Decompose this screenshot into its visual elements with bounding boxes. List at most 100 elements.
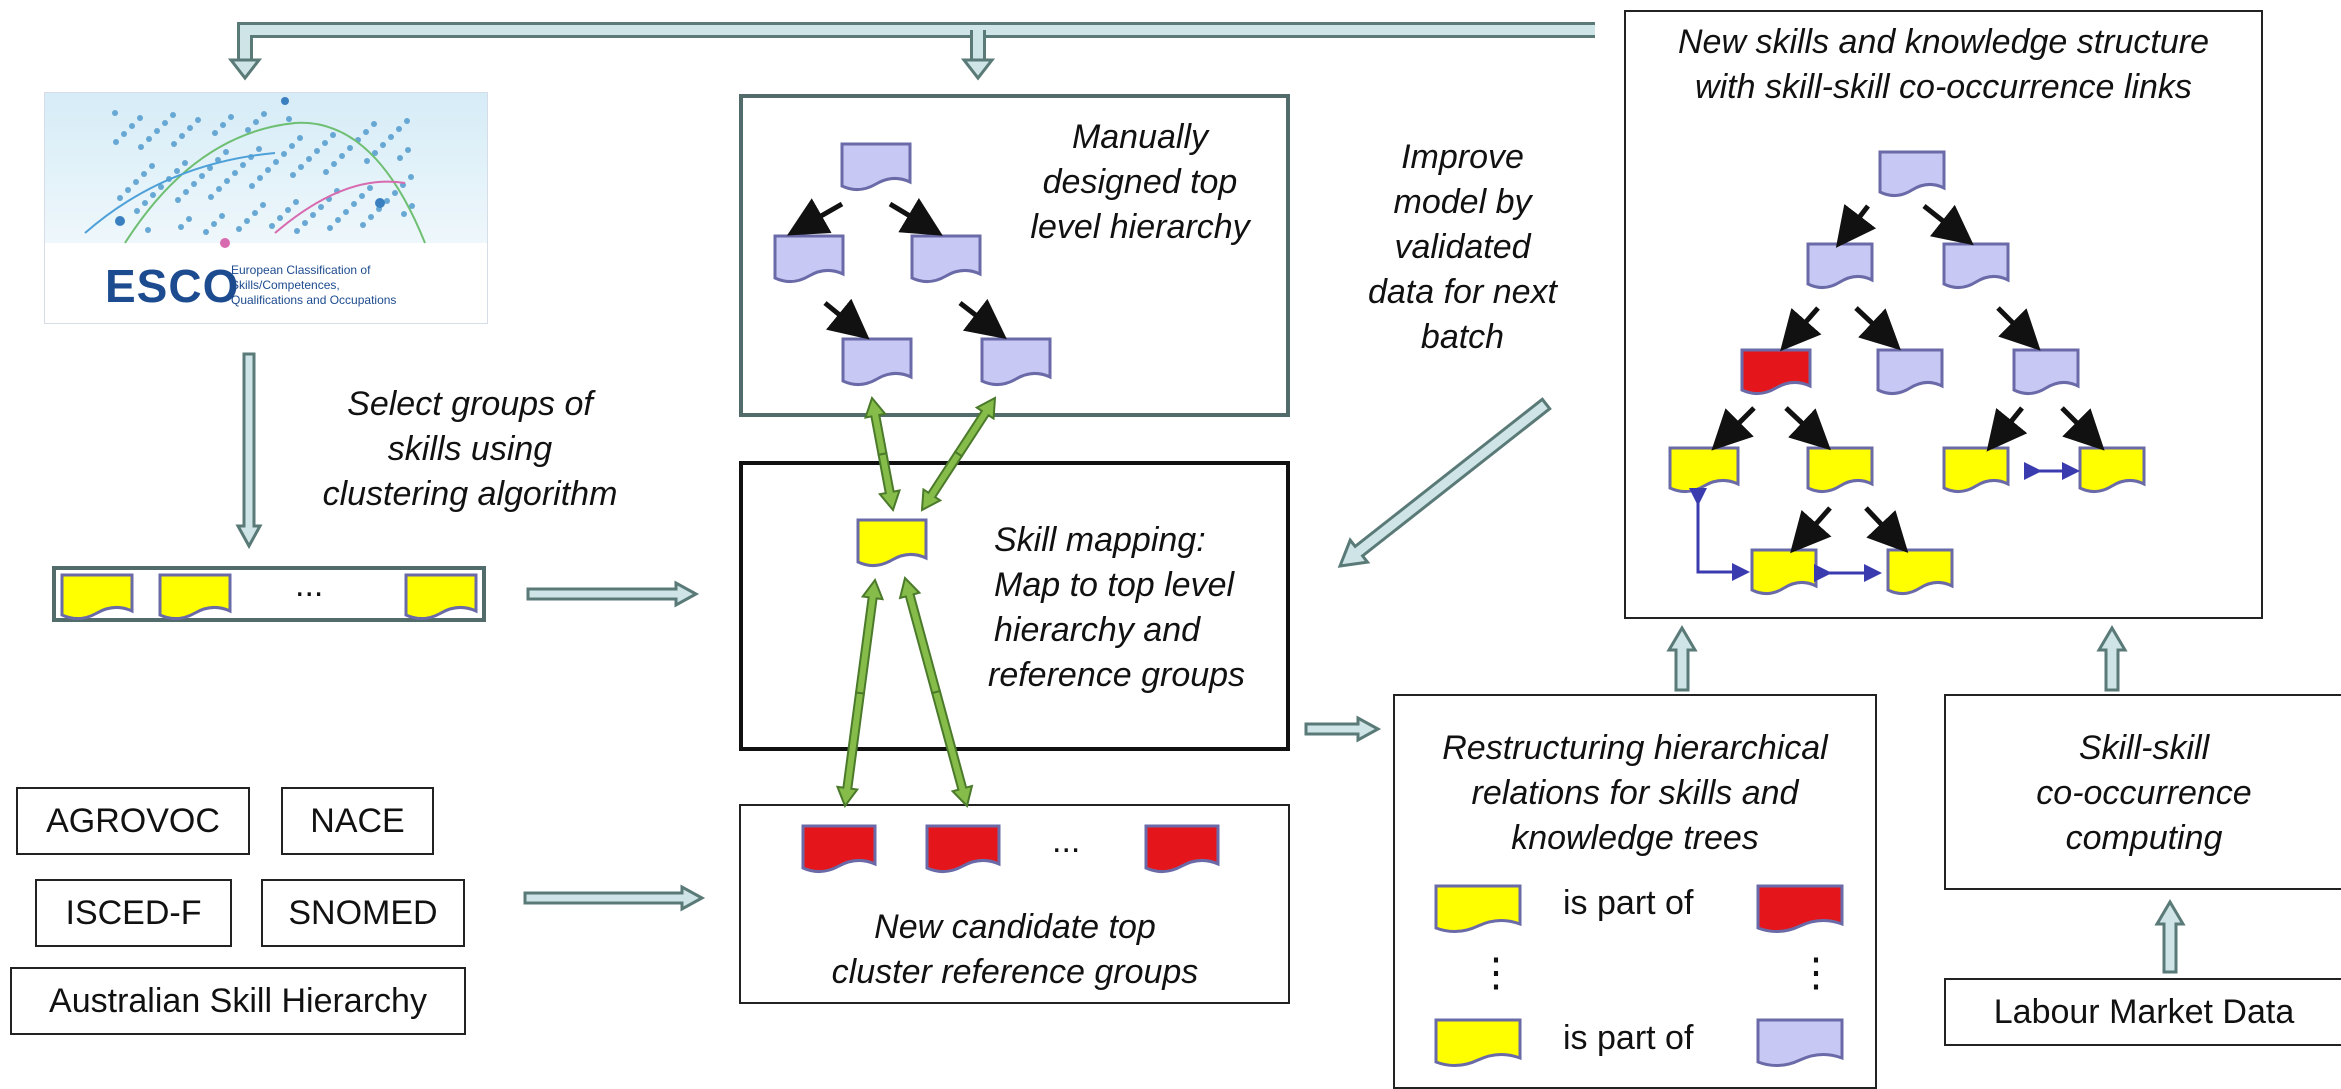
- improve-model-text: Improve model by validated data for next…: [1320, 135, 1605, 360]
- crowd-figure-icon: [297, 135, 303, 141]
- crowd-figure-icon: [253, 119, 259, 125]
- cooccurrence-text: Skill-skill co-occurrence computing: [1950, 726, 2338, 861]
- text-line: Skill mapping:: [994, 521, 1206, 559]
- skill-card-icon: [910, 234, 982, 283]
- crowd-figure-icon: [408, 174, 414, 180]
- crowd-figure-icon: [211, 221, 217, 227]
- esco-subtitle-line: European Classification of: [231, 263, 371, 277]
- source-label: NACE: [310, 801, 405, 840]
- source-snomed: SNOMED: [261, 879, 465, 947]
- crowd-figure-icon: [269, 223, 275, 229]
- crowd-figure-icon: [323, 169, 329, 175]
- text-line: hierarchy and: [994, 611, 1201, 649]
- crowd-figure-icon: [191, 181, 197, 187]
- new-candidate-text: New candidate top cluster reference grou…: [760, 905, 1270, 995]
- skill-card-icon: [1144, 824, 1220, 873]
- mapping-arrow: [930, 689, 974, 808]
- skill-card-icon: [841, 337, 913, 386]
- crowd-figure-icon: [141, 171, 147, 177]
- source-label: ISCED-F: [65, 893, 202, 932]
- hierarchy-arrow: [1835, 203, 1877, 248]
- skill-card-icon: [1942, 242, 2010, 289]
- skill-card-icon: [1668, 446, 1740, 493]
- crowd-figure-icon: [396, 126, 402, 132]
- text-line: Map to top level: [994, 566, 1235, 604]
- crowd-figure-icon: [228, 114, 234, 120]
- crowd-figure-icon: [113, 139, 119, 145]
- text-line: Manually: [1071, 118, 1209, 156]
- crowd-figure-icon: [232, 170, 238, 176]
- crowd-figure-icon: [179, 133, 185, 139]
- crowd-figure-icon: [306, 156, 312, 162]
- crowd-figure-icon: [351, 201, 357, 207]
- crowd-figure-icon: [219, 213, 225, 219]
- crowd-figure-icon: [125, 187, 131, 193]
- crowd-figure-icon: [330, 132, 336, 138]
- flow-arrow-up: [1666, 625, 1698, 692]
- feedback-arrow-head: [960, 58, 996, 81]
- crowd-figure-icon: [117, 195, 123, 201]
- hierarchy-arrow: [1996, 306, 2041, 351]
- crowd-figure-icon: [314, 148, 320, 154]
- crowd-figure-icon: [343, 209, 349, 215]
- text-line: computing: [2065, 819, 2223, 857]
- text-line: clustering algorithm: [322, 475, 618, 513]
- crowd-figure-icon: [203, 229, 209, 235]
- crowd-figure-icon: [401, 211, 407, 217]
- crowd-figure-icon: [245, 127, 251, 133]
- hierarchy-arrow: [823, 298, 870, 340]
- skill-card-icon: [1886, 548, 1954, 595]
- crowd-figure-icon: [199, 173, 205, 179]
- crowd-figure-icon: [273, 159, 279, 165]
- crowd-figure-icon: [359, 193, 365, 199]
- source-isced: ISCED-F: [35, 879, 232, 947]
- crowd-figure-icon: [298, 164, 304, 170]
- cooccurrence-box: [1944, 694, 2341, 890]
- esco-subtitle: European Classification of Skills/Compet…: [231, 263, 396, 308]
- crowd-figure-icon: [257, 175, 263, 181]
- mapping-arrow: [953, 396, 997, 458]
- flow-arrow-up: [2096, 625, 2128, 692]
- hierarchy-arrow: [1711, 406, 1756, 451]
- crowd-figure-icon: [281, 151, 287, 157]
- candidate-ellipsis: ...: [1052, 822, 1081, 860]
- source-label: SNOMED: [288, 893, 438, 932]
- hierarchy-arrow: [786, 198, 844, 236]
- cooccurrence-link-arrow: [1689, 488, 1750, 581]
- crowd-figure-icon: [293, 199, 299, 205]
- crowd-figure-icon: [212, 130, 218, 136]
- crowd-figure-icon: [331, 161, 337, 167]
- crowd-figure-icon: [187, 125, 193, 131]
- hierarchy-arrow: [958, 298, 1007, 340]
- crowd-figure-icon: [364, 158, 370, 164]
- text-line: reference groups: [988, 656, 1246, 694]
- is-part-of-label: is part of: [1563, 1019, 1694, 1057]
- mapping-arrow: [854, 577, 885, 695]
- crowd-figure-icon: [112, 110, 118, 116]
- skill-card-icon: [1756, 1018, 1844, 1067]
- skill-card-icon: [856, 518, 928, 567]
- skill-card-icon: [980, 337, 1052, 386]
- hierarchy-arrow: [1922, 204, 1974, 246]
- crowd-figure-icon: [294, 228, 300, 234]
- crowd-figure-icon: [397, 155, 403, 161]
- source-nace: NACE: [281, 787, 434, 855]
- mapping-arrow: [877, 452, 901, 513]
- source-australian: Australian Skill Hierarchy: [10, 967, 466, 1035]
- text-line: co-occurrence: [2036, 774, 2252, 812]
- skill-card-icon: [1756, 884, 1844, 933]
- crowd-figure-icon: [175, 197, 181, 203]
- crowd-figure-icon: [162, 120, 168, 126]
- skill-card-icon: [840, 142, 912, 191]
- crowd-figure-icon: [216, 186, 222, 192]
- crowd-figure-icon: [223, 149, 229, 155]
- flow-arrow-down: [235, 352, 263, 550]
- skill-card-icon: [1434, 1018, 1522, 1067]
- flow-arrow-up: [2154, 899, 2186, 974]
- crowd-figure-icon: [249, 183, 255, 189]
- flow-arrow-right: [523, 884, 706, 912]
- crowd-figure-icon: [186, 216, 192, 222]
- crowd-figure-icon: [142, 200, 148, 206]
- select-groups-text: Select groups of skills using clustering…: [290, 382, 650, 517]
